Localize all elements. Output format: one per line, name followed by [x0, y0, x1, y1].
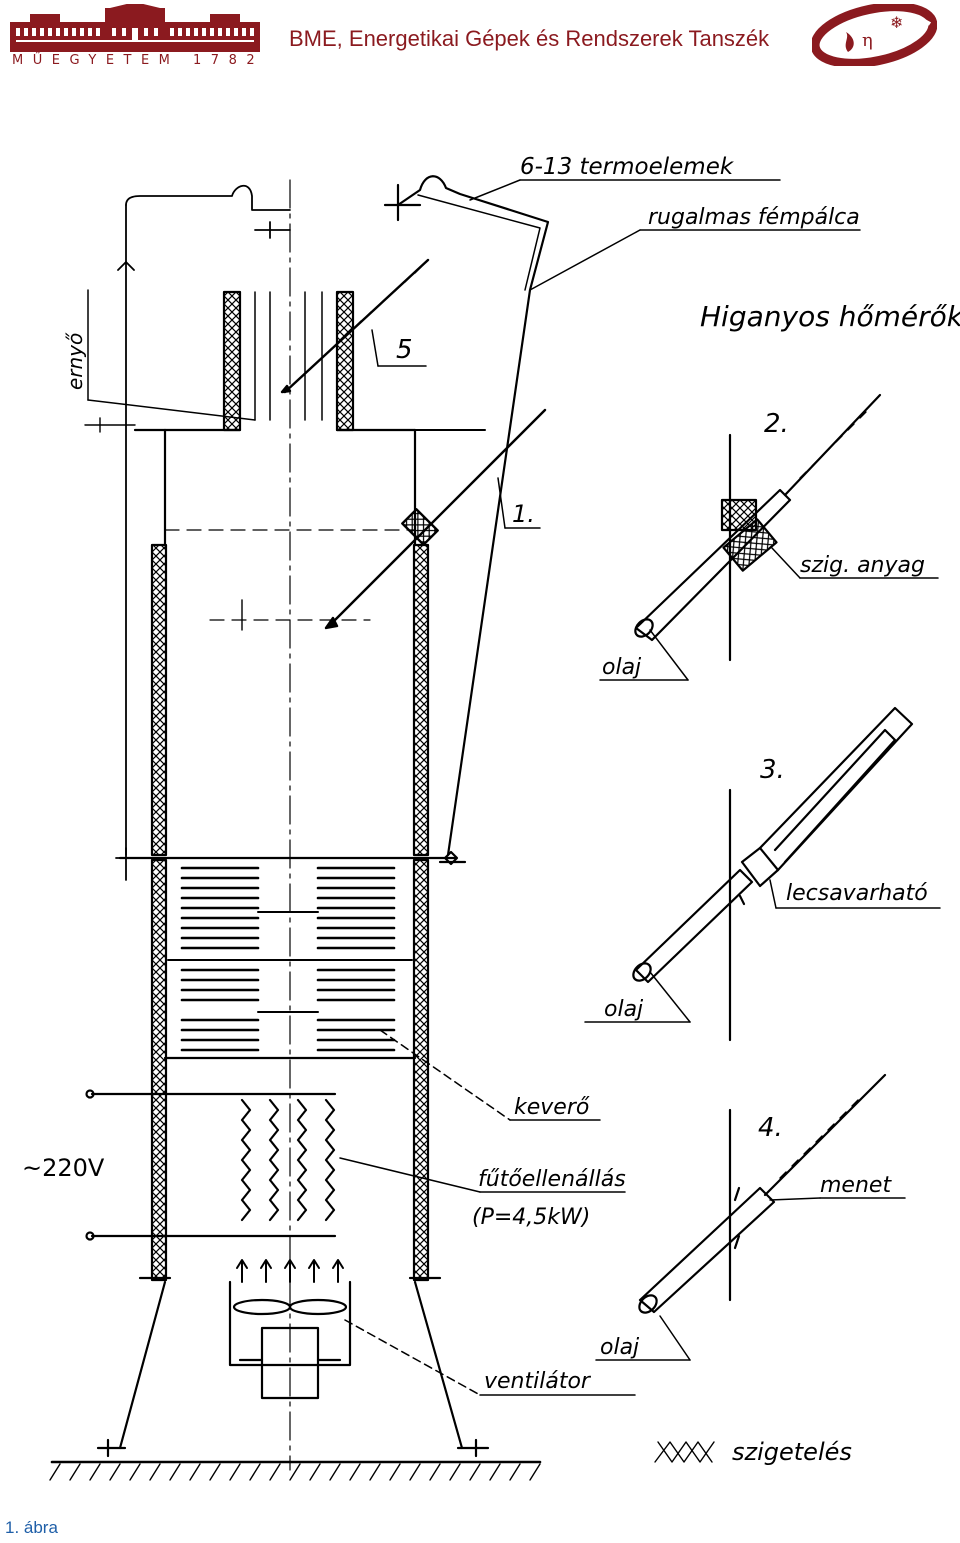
label-thermometer-4: 4. [758, 1113, 783, 1143]
thermometer-1 [324, 408, 547, 630]
thermometer-5 [280, 258, 430, 394]
label-oil-3: olaj [604, 997, 644, 1022]
diagram-labels: 6-13 termoelemek rugalmas fémpálca ernyő… [22, 154, 960, 1466]
thermocouple-wire-left [115, 184, 291, 881]
label-thread: menet [820, 1173, 892, 1198]
page-title: BME, Energetikai Gépek és Rendszerek Tan… [289, 26, 770, 51]
airflow-arrows [236, 1259, 344, 1283]
label-mixer: keverő [514, 1095, 590, 1120]
label-thermometer-5: 5 [396, 335, 413, 365]
university-building-logo [10, 4, 260, 52]
ground-hatching [49, 1463, 541, 1481]
label-thermometer-1: 1. [512, 500, 535, 528]
label-voltage: ~220V [22, 1154, 105, 1182]
label-insulating-material: szig. anyag [800, 553, 925, 578]
thermometer-detail-4 [638, 1073, 887, 1314]
thermometer-detail-2 [634, 393, 882, 662]
label-spring-rod: rugalmas fémpálca [648, 205, 860, 230]
label-insulation: szigetelés [732, 1438, 852, 1466]
snowflake-icon: ❄ [890, 13, 903, 32]
label-oil-4: olaj [600, 1335, 640, 1360]
insulation-legend-symbol [654, 1441, 715, 1463]
label-thermocouples: 6-13 termoelemek [520, 154, 735, 180]
label-mercury-thermometers: Higanyos hőmérők: [700, 300, 960, 333]
spring-rod [383, 175, 550, 866]
lower-column [118, 856, 457, 1282]
logo-caption: MŰEGYETEM 1782 [12, 53, 265, 68]
chimney [222, 290, 355, 432]
thermometer-detail-3 [632, 706, 914, 1042]
label-thermometer-3: 3. [760, 755, 785, 785]
department-logo: η ❄ [812, 4, 937, 66]
label-fan: ventilátor [484, 1369, 592, 1394]
label-oil-2: olaj [602, 655, 642, 680]
fan-housing [50, 1280, 542, 1464]
flame-icon [845, 32, 854, 52]
heating-resistors [85, 1089, 337, 1241]
label-thermometer-2: 2. [764, 409, 789, 439]
page-header: MŰEGYETEM 1782 BME, Energetikai Gépek és… [0, 0, 960, 75]
apparatus-drawing: 6-13 termoelemek rugalmas fémpálca ernyő… [22, 154, 960, 1481]
upper-chamber [84, 417, 430, 857]
eta-icon: η [862, 30, 873, 51]
label-power: (P=4,5kW) [472, 1205, 590, 1230]
label-screen: ernyő [63, 332, 87, 390]
figure-caption: 1. ábra [5, 1518, 58, 1537]
label-unscrewable: lecsavarható [786, 881, 928, 906]
mixer-lamellas [167, 866, 413, 1052]
leader-lines [87, 179, 941, 1396]
label-heater: fűtőellenállás [478, 1167, 626, 1192]
